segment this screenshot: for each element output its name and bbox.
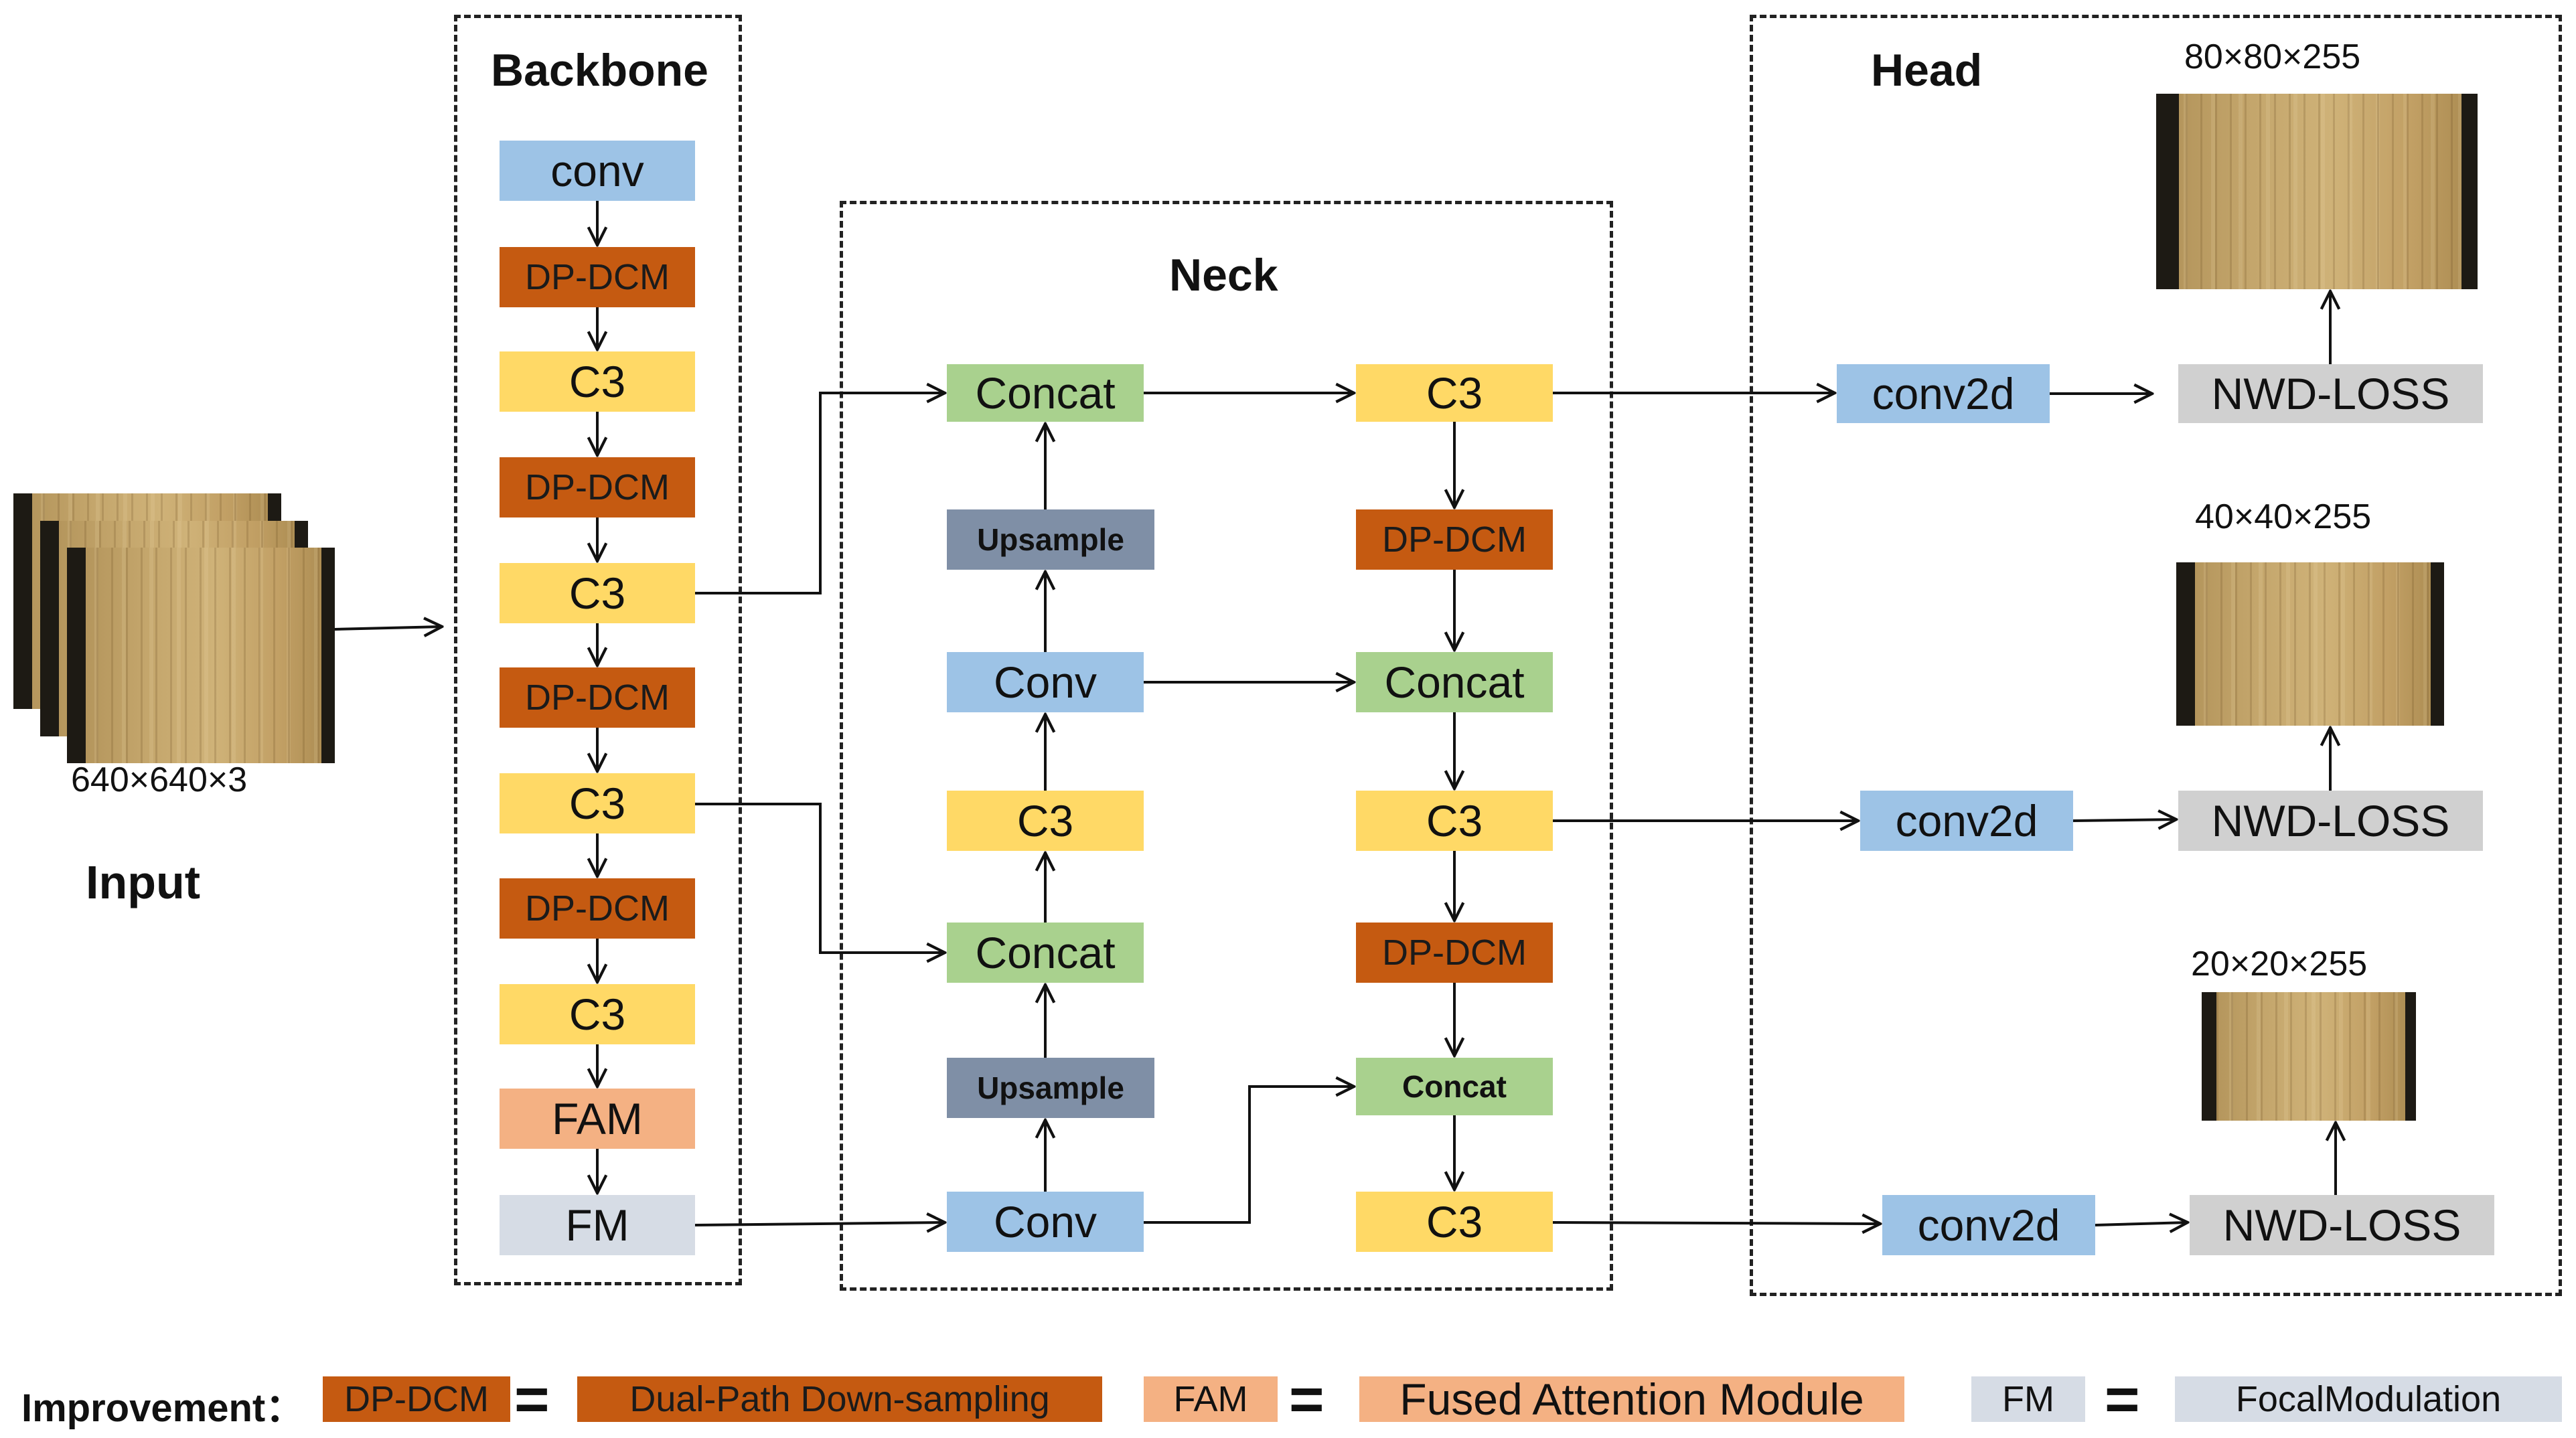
backbone-c3-1: C3 bbox=[500, 351, 695, 412]
backbone-title: Backbone bbox=[491, 45, 708, 96]
neck-title: Neck bbox=[1169, 250, 1278, 301]
head-output-image-3 bbox=[2202, 992, 2416, 1121]
neck-concat-top: Concat bbox=[947, 364, 1144, 422]
input-image-3 bbox=[67, 548, 335, 763]
head-output-image-2 bbox=[2176, 562, 2444, 726]
legend-fm-full: FocalModulation bbox=[2175, 1376, 2562, 1422]
backbone-c3-4: C3 bbox=[500, 984, 695, 1044]
legend-title: Improvement： bbox=[21, 1386, 305, 1430]
head-nwd-loss-3: NWD-LOSS bbox=[2190, 1195, 2494, 1255]
head-size-label-3: 20×20×255 bbox=[2191, 945, 2368, 983]
neck-frame bbox=[840, 201, 1613, 1291]
neck-dp-dcm-lower: DP-DCM bbox=[1356, 923, 1553, 983]
head-title: Head bbox=[1871, 45, 1983, 96]
neck-c3-middle: C3 bbox=[1356, 791, 1553, 851]
head-nwd-loss-2: NWD-LOSS bbox=[2178, 791, 2483, 851]
head-conv2d-1: conv2d bbox=[1837, 364, 2050, 423]
neck-c3-top: C3 bbox=[1356, 364, 1553, 422]
input-size-label: 640×640×3 bbox=[71, 761, 248, 799]
backbone-dp-dcm-4: DP-DCM bbox=[500, 878, 695, 939]
neck-dp-dcm-upper: DP-DCM bbox=[1356, 509, 1553, 570]
neck-c3-bottom: C3 bbox=[1356, 1192, 1553, 1252]
legend-equals-1: = bbox=[514, 1366, 550, 1433]
backbone-fam: FAM bbox=[500, 1089, 695, 1149]
legend-equals-3: = bbox=[2105, 1366, 2140, 1433]
neck-conv-upper: Conv bbox=[947, 652, 1144, 712]
head-frame bbox=[1750, 15, 2562, 1296]
backbone-frame bbox=[454, 15, 742, 1285]
neck-concat-right-lower: Concat bbox=[1356, 1058, 1553, 1115]
neck-concat-middle: Concat bbox=[947, 923, 1144, 983]
legend-dp-dcm-abbr: DP-DCM bbox=[323, 1376, 510, 1422]
backbone-c3-3: C3 bbox=[500, 773, 695, 833]
head-conv2d-2: conv2d bbox=[1860, 791, 2073, 851]
neck-upsample-top: Upsample bbox=[947, 509, 1154, 570]
legend-fm-abbr: FM bbox=[1971, 1376, 2085, 1422]
input-label: Input bbox=[86, 856, 201, 908]
backbone-conv: conv bbox=[500, 141, 695, 201]
head-size-label-2: 40×40×255 bbox=[2195, 497, 2372, 536]
neck-upsample-bottom: Upsample bbox=[947, 1058, 1154, 1118]
legend-fam-full: Fused Attention Module bbox=[1359, 1374, 1904, 1424]
neck-c3-left: C3 bbox=[947, 791, 1144, 851]
backbone-dp-dcm-1: DP-DCM bbox=[500, 247, 695, 307]
legend-fam-abbr: FAM bbox=[1144, 1376, 1278, 1422]
neck-concat-right-upper: Concat bbox=[1356, 652, 1553, 712]
neck-conv-lower: Conv bbox=[947, 1192, 1144, 1252]
head-conv2d-3: conv2d bbox=[1882, 1195, 2095, 1255]
head-size-label-1: 80×80×255 bbox=[2184, 37, 2361, 76]
backbone-dp-dcm-3: DP-DCM bbox=[500, 667, 695, 728]
legend-equals-2: = bbox=[1289, 1366, 1324, 1433]
head-nwd-loss-1: NWD-LOSS bbox=[2178, 364, 2483, 423]
legend-dp-dcm-full: Dual-Path Down-sampling bbox=[577, 1376, 1102, 1422]
head-output-image-1 bbox=[2156, 94, 2478, 289]
backbone-fm: FM bbox=[500, 1195, 695, 1255]
backbone-c3-2: C3 bbox=[500, 563, 695, 623]
backbone-dp-dcm-2: DP-DCM bbox=[500, 457, 695, 517]
